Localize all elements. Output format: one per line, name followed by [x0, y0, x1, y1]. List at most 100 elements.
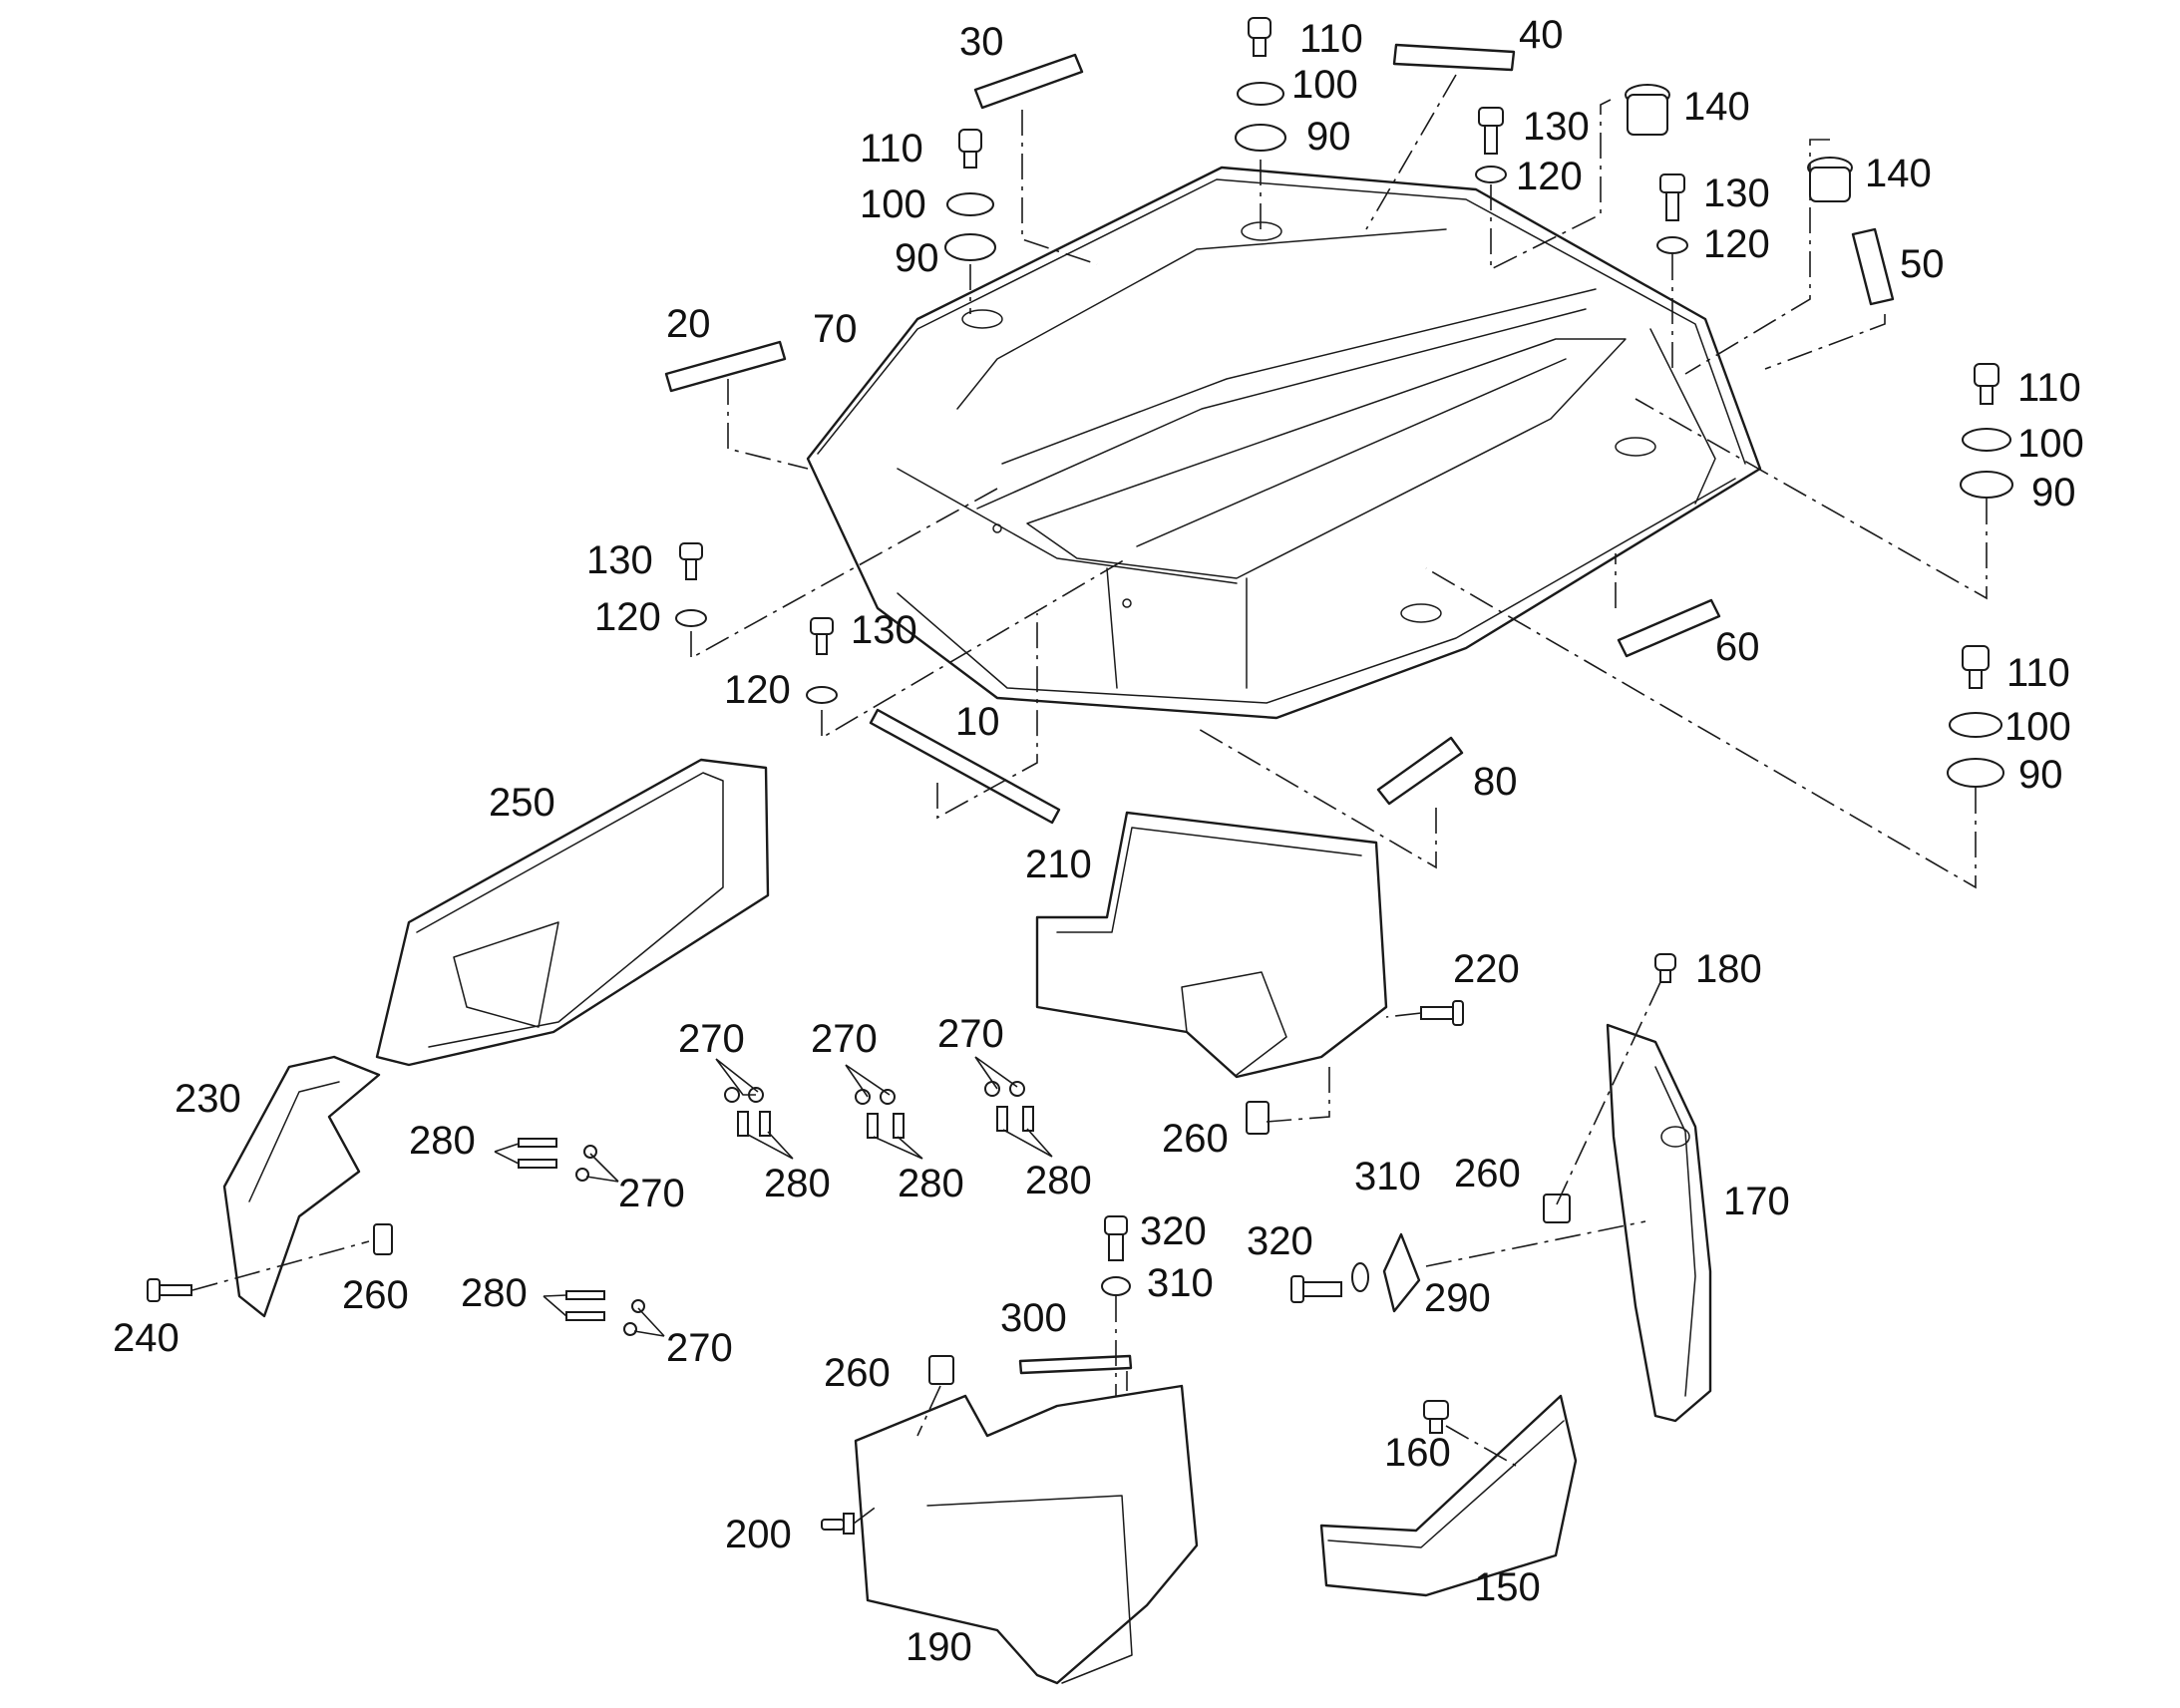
washer-120 [1475, 166, 1507, 183]
callout-280: 280 [409, 1119, 476, 1163]
callout-20: 20 [666, 302, 711, 346]
bolt-110 [1248, 17, 1272, 57]
callout-230: 230 [175, 1077, 241, 1121]
nut-140 [1807, 157, 1853, 202]
callout-110: 110 [860, 127, 923, 171]
clip-260 [1246, 1101, 1270, 1135]
callout-130: 130 [1523, 105, 1590, 149]
strip-80 [1376, 736, 1464, 806]
callout-100: 100 [1291, 63, 1358, 107]
washer-100 [1237, 82, 1284, 106]
strip-40 [1392, 43, 1516, 72]
bolt-130 [810, 617, 834, 655]
callout-250: 250 [489, 781, 555, 825]
callout-30: 30 [959, 20, 1004, 64]
bolt-110 [958, 129, 982, 169]
callout-100: 100 [2017, 422, 2084, 466]
callout-170: 170 [1723, 1180, 1790, 1223]
clip-260 [373, 1223, 393, 1255]
panel-250-inset [453, 921, 559, 1028]
washer-90 [1235, 124, 1286, 152]
washer-90 [1947, 758, 2004, 788]
callout-280: 280 [764, 1162, 831, 1205]
callout-260: 260 [1454, 1152, 1521, 1196]
callout-260: 260 [824, 1351, 891, 1395]
callout-300: 300 [1000, 1296, 1067, 1340]
screw-160 [1423, 1400, 1449, 1434]
panel-210 [1035, 811, 1388, 1079]
fastener-set-270-280 [518, 1081, 1034, 1336]
panel-210-edge [1056, 827, 1362, 933]
callout-130: 130 [851, 608, 917, 652]
callout-90: 90 [895, 236, 939, 280]
callout-110: 110 [2017, 366, 2081, 410]
washer-120 [1656, 236, 1688, 254]
callout-100: 100 [2004, 705, 2071, 749]
callout-270: 270 [678, 1017, 745, 1061]
callout-120: 120 [594, 595, 661, 639]
callout-320: 320 [1247, 1219, 1313, 1263]
bracket-290 [1382, 1232, 1421, 1313]
callout-270: 270 [666, 1326, 733, 1370]
callout-260: 260 [1162, 1117, 1229, 1161]
bolt-110 [1974, 363, 1999, 405]
callout-120: 120 [1703, 222, 1770, 266]
strip-30 [973, 53, 1084, 110]
callout-240: 240 [113, 1316, 180, 1360]
washer-120 [675, 609, 707, 627]
bolt-320 [1290, 1275, 1342, 1303]
washer-310 [1351, 1262, 1369, 1292]
callout-70: 70 [813, 307, 858, 351]
callout-270: 270 [811, 1017, 878, 1061]
bolt-130 [679, 542, 703, 580]
bolt-320 [1104, 1215, 1128, 1261]
panel-170-detail [1654, 1066, 1696, 1397]
washer-90 [944, 233, 996, 261]
callout-320: 320 [1140, 1209, 1207, 1253]
seal-strips [664, 43, 1895, 1375]
callout-180: 180 [1695, 947, 1762, 991]
callout-140: 140 [1865, 152, 1932, 195]
bolt-130 [1659, 173, 1685, 221]
screw-180 [1654, 953, 1676, 983]
strip-50 [1851, 227, 1895, 306]
callout-280: 280 [461, 1271, 528, 1315]
callout-310: 310 [1147, 1261, 1214, 1305]
callout-120: 120 [1516, 155, 1583, 198]
screw-200 [821, 1513, 855, 1535]
callout-150: 150 [1474, 1565, 1541, 1609]
callout-labels: 30 110 40 100 90 140 130 120 140 110 100… [113, 13, 2084, 1669]
strip-10 [869, 708, 1061, 825]
callout-280: 280 [1025, 1159, 1092, 1202]
hardware [147, 17, 2013, 1535]
callout-90: 90 [2031, 471, 2076, 514]
panel-190-detail [926, 1495, 1133, 1684]
callout-190: 190 [906, 1625, 972, 1669]
strip-60 [1617, 598, 1721, 658]
panel-250 [375, 758, 770, 1067]
callout-90: 90 [1306, 115, 1351, 159]
panel-150-detail [1327, 1420, 1565, 1548]
callout-210: 210 [1025, 843, 1092, 886]
callout-pointers [494, 1056, 1053, 1337]
callout-40: 40 [1519, 13, 1564, 57]
nut-140 [1625, 84, 1670, 136]
callout-50: 50 [1900, 242, 1945, 286]
clip-260 [1543, 1194, 1571, 1223]
callout-270: 270 [937, 1012, 1004, 1056]
callout-160: 160 [1384, 1431, 1451, 1475]
callout-80: 80 [1473, 760, 1518, 804]
washer-90 [1960, 471, 2013, 499]
panel-190 [854, 1384, 1199, 1685]
callout-280: 280 [898, 1162, 964, 1205]
panel-170 [1606, 1023, 1712, 1423]
washer-120 [806, 686, 838, 704]
callout-290: 290 [1424, 1276, 1491, 1320]
callout-100: 100 [860, 182, 926, 226]
screw-240 [147, 1278, 192, 1302]
bolt-130 [1478, 107, 1504, 155]
callout-110: 110 [2006, 651, 2070, 695]
callout-110: 110 [1299, 17, 1363, 61]
washer-100 [946, 192, 994, 216]
callout-260: 260 [342, 1273, 409, 1317]
